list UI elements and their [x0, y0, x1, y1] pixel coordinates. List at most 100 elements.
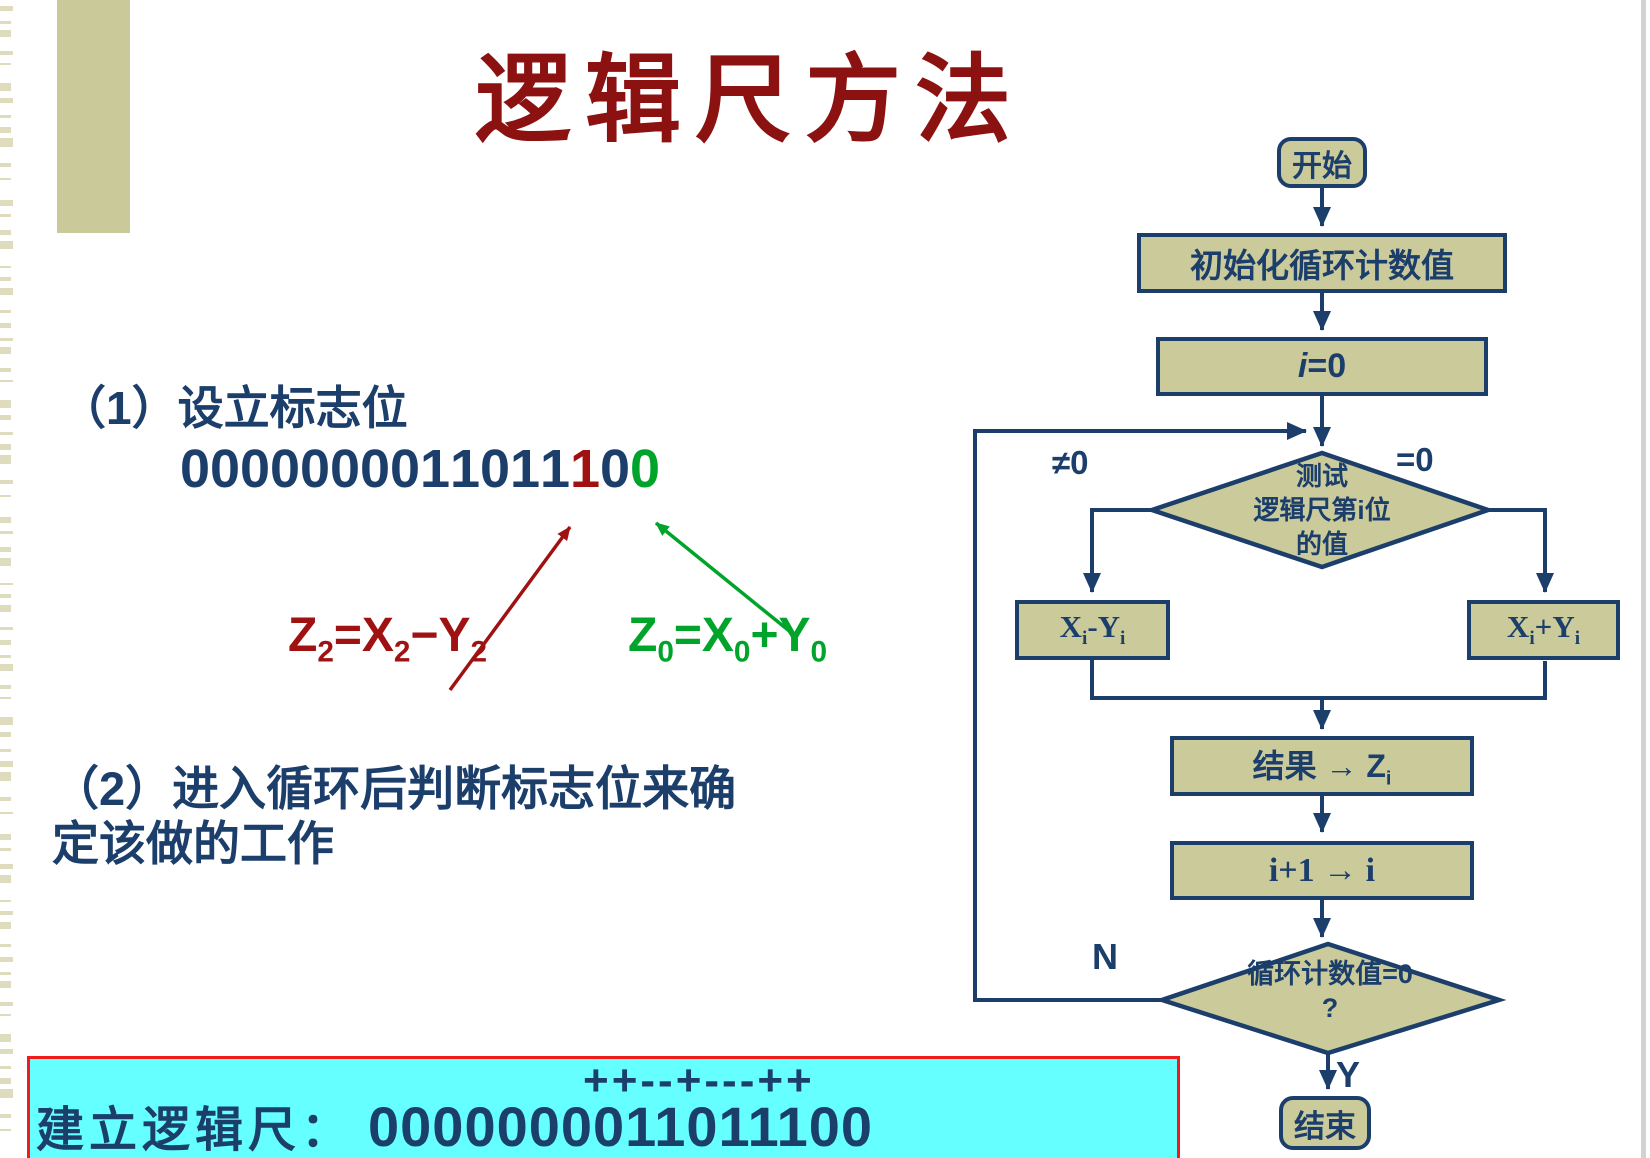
stripe-tick — [0, 368, 11, 372]
stripe-tick — [0, 127, 11, 133]
stripe-tick — [0, 51, 13, 55]
flow-node-result-label: 结果 → Zi — [1252, 748, 1392, 790]
plus-minus-signs: ++--+---++ — [583, 1056, 815, 1105]
flag-binary-digit: 1 — [510, 439, 541, 499]
stripe-tick — [0, 864, 13, 869]
stripe-tick — [0, 98, 13, 103]
stripe-tick — [0, 732, 11, 737]
decision2-diamond — [1154, 941, 1507, 1056]
flow-node-init: 初始化循环计数值 — [1137, 233, 1507, 293]
flow-node-op-right-label: Xi+Yi — [1506, 609, 1581, 650]
branch-label-yes: Y — [1336, 1054, 1361, 1095]
stripe-tick — [0, 338, 13, 341]
stripe-tick — [0, 230, 11, 235]
stripe-tick — [0, 761, 13, 767]
red-pointer-arrow — [448, 525, 572, 692]
flow-node-seti: i=0 — [1156, 337, 1488, 396]
stripe-tick — [0, 63, 11, 65]
connector-branch-right — [1488, 508, 1554, 593]
stripe-tick — [0, 1078, 11, 1084]
ruler-label: 建立逻辑尺： — [36, 1104, 355, 1157]
stripe-tick — [0, 1034, 11, 1042]
stripe-tick — [0, 347, 11, 354]
ruler-binary: 0000000011011100 — [368, 1095, 874, 1158]
section2-text: （2）进入循环后判断标志位来确 定该做的工作 — [52, 762, 737, 870]
branch-label-no: N — [1092, 936, 1118, 977]
section1-heading: （1）设立标志位 — [60, 382, 408, 434]
stripe-tick — [0, 1129, 11, 1131]
branch-label-eq0: =0 — [1396, 441, 1434, 478]
right-edge-line — [1641, 0, 1646, 1158]
stripe-tick — [0, 517, 11, 523]
flow-node-result: 结果 → Zi — [1170, 736, 1474, 796]
stripe-tick — [0, 323, 11, 328]
flag-binary-digit: 0 — [300, 439, 331, 499]
stripe-tick — [0, 957, 13, 962]
decision1-text: 测试 逻辑尺第i位 的值 — [1253, 461, 1391, 559]
stripe-tick — [0, 640, 11, 645]
flow-node-increment: i+1 → i — [1170, 841, 1474, 900]
stripe-tick — [0, 834, 11, 840]
flag-binary: 0000000011011100 — [180, 438, 660, 500]
flag-binary-digit: 0 — [600, 439, 631, 499]
stripe-tick — [0, 685, 11, 689]
stripe-tick — [0, 200, 13, 206]
stripe-tick — [0, 749, 11, 752]
stripe-tick — [0, 277, 11, 281]
flow-node-end-label: 结束 — [1294, 1108, 1356, 1144]
connector-loop-back — [973, 422, 1307, 1002]
stripe-tick — [0, 558, 11, 566]
stripe-tick — [0, 21, 11, 24]
logic-ruler-box — [27, 1056, 1180, 1158]
stripe-tick — [0, 547, 11, 552]
stripe-tick — [0, 664, 13, 671]
stripe-tick — [0, 655, 11, 658]
formula-z0: Z0=X0+Y0 — [628, 609, 828, 669]
stripe-tick — [0, 605, 11, 612]
slide-title: 逻辑尺方法 — [475, 47, 1025, 154]
stripe-tick — [0, 1066, 11, 1069]
stripe-tick — [0, 415, 11, 420]
flow-node-start: 开始 — [1277, 137, 1367, 188]
flow-node-op-right: Xi+Yi — [1467, 600, 1620, 660]
branch-label-neq0: ≠0 — [1052, 444, 1089, 481]
stripe-tick — [0, 432, 13, 435]
flow-node-op-left: Xi-Yi — [1015, 600, 1170, 660]
stripe-tick — [0, 922, 11, 929]
stripe-tick — [0, 455, 11, 464]
stripe-tick — [0, 812, 13, 814]
stripe-tick — [0, 972, 11, 975]
left-accent-bar — [57, 0, 130, 233]
flow-node-end: 结束 — [1279, 1096, 1371, 1150]
flag-binary-digit: 0 — [210, 439, 241, 499]
flow-node-op-left-label: Xi-Yi — [1059, 609, 1126, 650]
stripe-tick — [0, 911, 13, 915]
stripe-tick — [0, 163, 11, 167]
connector-merge — [1090, 660, 1547, 700]
decision1-diamond — [1144, 450, 1495, 570]
connector-branch-left — [1083, 508, 1152, 593]
stripe-tick — [0, 310, 11, 313]
stripe-tick — [0, 288, 13, 295]
flow-node-init-label: 初始化循环计数值 — [1190, 247, 1454, 284]
flow-node-increment-label: i+1 → i — [1268, 851, 1376, 889]
stripe-tick — [0, 241, 13, 249]
flow-node-start-label: 开始 — [1292, 149, 1352, 183]
stripe-tick — [0, 266, 11, 268]
stripe-tick — [0, 594, 11, 598]
stripe-tick — [0, 214, 11, 217]
ruler-line: 建立逻辑尺： 0000000011011100 — [36, 1090, 873, 1158]
stripe-tick — [0, 772, 11, 781]
stripe-tick — [0, 981, 11, 988]
stripe-tick — [0, 627, 13, 630]
flag-binary-digit: 1 — [540, 439, 571, 499]
stripe-tick — [0, 531, 13, 534]
stripe-tick — [0, 138, 13, 147]
green-pointer-arrow — [654, 521, 795, 636]
stripe-tick — [0, 797, 11, 801]
flag-binary-digit: 0 — [480, 439, 511, 499]
flag-binary-digit: 0 — [630, 439, 661, 499]
flag-binary-digit: 0 — [390, 439, 421, 499]
